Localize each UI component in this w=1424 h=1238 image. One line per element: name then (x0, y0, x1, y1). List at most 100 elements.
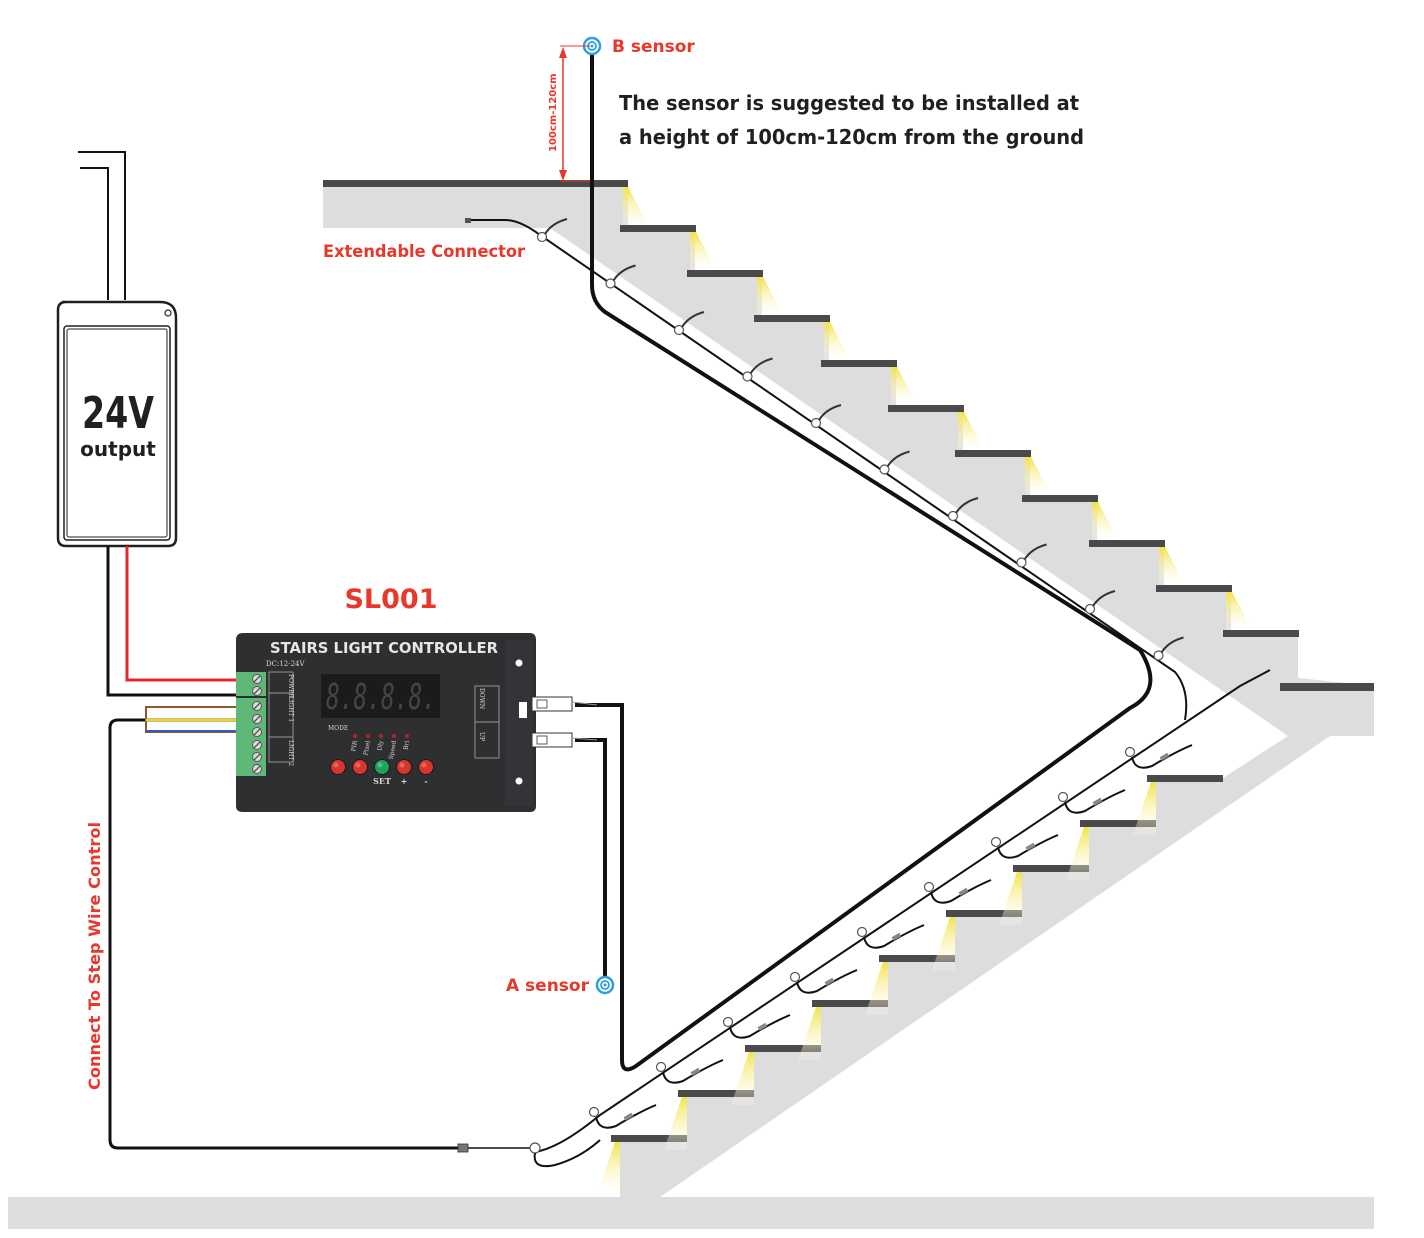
main-signal-wire-b (575, 48, 1153, 1072)
step-light-beam (891, 367, 917, 405)
control-button (352, 759, 368, 775)
step-tread (946, 910, 1022, 917)
button-highlight (355, 762, 361, 768)
top-landing-tread (323, 180, 628, 187)
screw-slot (253, 702, 261, 710)
tee-connector-icon (1153, 650, 1164, 661)
mains-wire-1 (78, 151, 126, 300)
step-tread (1147, 775, 1223, 782)
upper-flight-body (323, 183, 1374, 736)
step-tread (1156, 585, 1232, 592)
tee-connector (529, 1139, 601, 1168)
down-port-label: DOWN (478, 688, 485, 709)
lower-step-chain-wire (534, 669, 1271, 1153)
step-light-beam (1092, 502, 1118, 540)
button-highlight (399, 762, 405, 768)
step-tread (821, 360, 897, 367)
step-tread (1089, 540, 1165, 547)
inline-connector (824, 977, 835, 986)
step-light-beam (623, 187, 650, 228)
step-light-beam (731, 1052, 754, 1105)
step-light-beam (1159, 547, 1185, 585)
step-light-beam (1226, 592, 1252, 630)
tee-connector-icon (879, 464, 890, 475)
branch-wire (681, 311, 705, 328)
step-tread (955, 450, 1031, 457)
up-port-label: UP (478, 732, 485, 741)
a-sensor: A sensor (506, 975, 615, 996)
arrow-up-icon (559, 47, 567, 58)
dc-rating: DC:12-24V (266, 660, 306, 668)
tee-connector-icon (673, 324, 685, 336)
branch-wire (612, 264, 636, 282)
tee-connector-icon (1124, 746, 1136, 758)
connect-step-wire-label: Connect To Step Wire Control (85, 822, 104, 1090)
tee-connector-icon (1057, 791, 1069, 803)
middle-landing-tread (1280, 683, 1374, 691)
psu-output-label: output (80, 437, 156, 461)
button-highlight (333, 762, 339, 768)
step-light-beam (664, 1097, 687, 1150)
lower-flight-body (620, 736, 1330, 1197)
step-tread (687, 270, 763, 277)
inline-connector (623, 1112, 634, 1121)
branch-wire (863, 924, 925, 949)
lower-stair-flight (597, 736, 1330, 1197)
step-tread (754, 315, 830, 322)
branch-wire (1064, 789, 1126, 814)
button-label: + (401, 776, 408, 786)
psu-voltage: 24V (82, 388, 154, 439)
indicator-label: PIR (350, 740, 359, 752)
button-label: SET (373, 776, 391, 786)
step-tread (888, 405, 964, 412)
indicator-label: Speed (388, 740, 398, 760)
upper-step-chain-wire (470, 219, 1188, 721)
screw-slot (253, 728, 261, 736)
branch-wire (955, 497, 979, 514)
inline-connector (457, 1143, 469, 1153)
controller-model: SL001 (344, 584, 437, 615)
tee-connector-icon (810, 417, 822, 429)
step-tread (1022, 495, 1098, 502)
control-button (396, 759, 412, 775)
step-light-beam (999, 872, 1022, 925)
screw-slot (253, 741, 261, 749)
branch-wire (544, 218, 568, 235)
button-highlight (377, 762, 383, 768)
branch-wire (930, 879, 992, 904)
indicator-led (352, 733, 358, 739)
indicator-label: Bri (402, 740, 411, 750)
step-light-beam (1066, 827, 1089, 880)
ground-floor (8, 1197, 1374, 1229)
tee-connector-icon (742, 371, 753, 382)
tee-connector-icon (947, 510, 959, 522)
control-buttons: SET+- (330, 759, 434, 786)
height-dimension: 100cm-120cm (548, 45, 590, 182)
step-light-beam (1133, 782, 1156, 835)
sensor-plug-up (531, 732, 598, 748)
inline-connector (690, 1067, 701, 1076)
arrow-down-icon (559, 170, 567, 181)
tee-connector-icon (990, 836, 1002, 848)
mode-label: MODE (328, 725, 348, 732)
height-dimension-label: 100cm-120cm (548, 73, 559, 152)
extendable-connector-plug (465, 218, 471, 223)
branch-wire (662, 1059, 724, 1084)
step-light-beam (690, 232, 716, 270)
step-tread (1013, 865, 1089, 872)
step-tread (1080, 820, 1156, 827)
tee-connector-icon (1016, 557, 1027, 568)
tee-connector-icon (536, 231, 548, 243)
mounting-hole-icon (164, 309, 172, 317)
branch-wire (729, 1014, 791, 1039)
step-tread (745, 1045, 821, 1052)
a-sensor-wire (575, 738, 607, 978)
inline-connector (958, 887, 969, 896)
inline-connector (757, 1022, 768, 1031)
step-tread (1223, 630, 1299, 637)
step-tread (678, 1090, 754, 1097)
branch-wire (1160, 636, 1184, 654)
inline-connector (1025, 842, 1036, 851)
